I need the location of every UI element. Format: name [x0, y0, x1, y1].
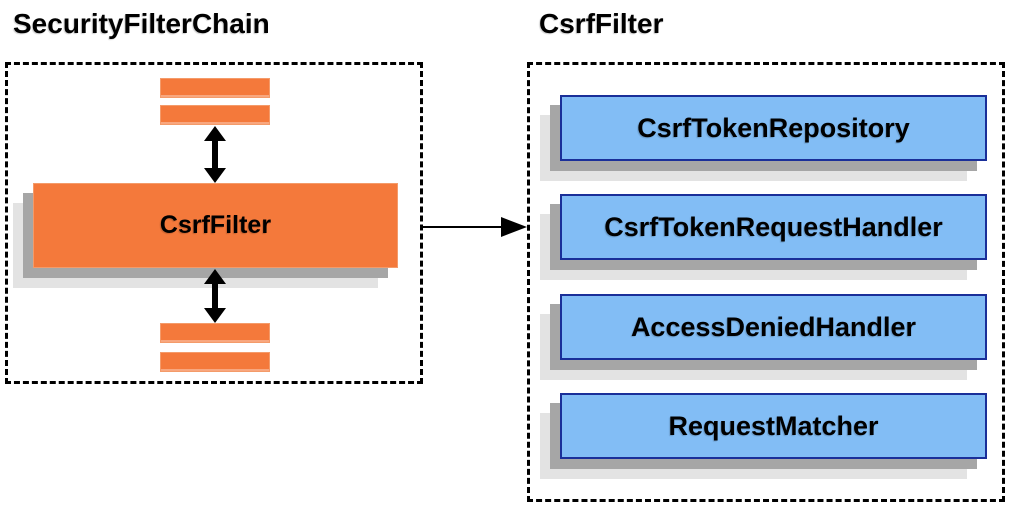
component-box-label: AccessDeniedHandler [630, 311, 917, 342]
filter-placeholder-bar [160, 78, 270, 98]
filter-placeholder-bar [160, 352, 270, 372]
request-matcher-box: RequestMatcher [560, 393, 987, 459]
csrf-filter-box: CsrfFilter [33, 183, 398, 268]
csrf-filter-container [527, 62, 1005, 502]
component-box-label: CsrfTokenRequestHandler [604, 211, 943, 242]
csrf-token-repository-box: CsrfTokenRepository [560, 95, 987, 161]
double-headed-arrow-icon [200, 126, 230, 183]
access-denied-handler-box: AccessDeniedHandler [560, 294, 987, 360]
right-arrow-icon [423, 215, 527, 239]
component-box-label: CsrfTokenRepository [637, 112, 910, 143]
csrf-filter-title: CsrfFilter [539, 8, 664, 39]
filter-placeholder-bar [160, 105, 270, 125]
csrf-filter-box-label: CsrfFilter [159, 211, 272, 239]
security-filter-chain-title: SecurityFilterChain [13, 8, 270, 39]
csrf-token-request-handler-box: CsrfTokenRequestHandler [560, 194, 987, 260]
double-headed-arrow-icon [200, 269, 230, 323]
filter-placeholder-bar [160, 323, 270, 343]
security-filter-chain-container [5, 62, 423, 384]
component-box-label: RequestMatcher [668, 410, 879, 441]
